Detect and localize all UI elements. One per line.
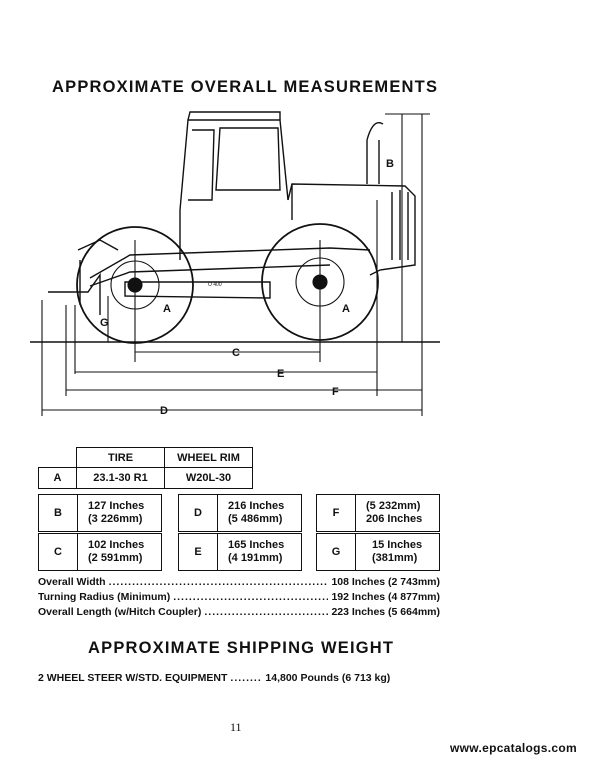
dim-B-line1: 127 Inches xyxy=(88,500,145,512)
dim-label-F: F xyxy=(332,386,339,398)
dim-key-C: C xyxy=(39,534,78,570)
dim-box-B: B 127 Inches(3 226mm) xyxy=(38,494,162,532)
dim-box-C: C 102 Inches(2 591mm) xyxy=(38,533,162,571)
overall-width-label: Overall Width xyxy=(38,576,106,588)
dim-G-line2: (381mm) xyxy=(372,552,418,564)
dim-box-G: G 15 Inches(381mm) xyxy=(316,533,440,571)
dim-C-line1: 102 Inches xyxy=(88,539,145,551)
hitch-label: O 400 xyxy=(208,282,222,288)
tire-header: TIRE xyxy=(76,447,165,468)
tire-row-key: A xyxy=(38,467,77,489)
dim-E-line2: (4 191mm) xyxy=(228,552,283,564)
dim-box-F: F (5 232mm)206 Inches xyxy=(316,494,440,532)
dim-key-D: D xyxy=(179,495,218,531)
tire-value-label: 23.1-30 R1 xyxy=(93,472,148,484)
shipping-row: 2 WHEEL STEER W/STD. EQUIPMENT ........ … xyxy=(38,672,438,684)
overall-length-value: 223 Inches (5 664mm) xyxy=(331,606,440,618)
overall-row-length: Overall Length (w/Hitch Coupler) .......… xyxy=(38,606,440,618)
turning-radius-label: Turning Radius (Minimum) xyxy=(38,591,171,603)
page-number: 11 xyxy=(230,720,242,734)
shipping-value: 14,800 Pounds (6 713 kg) xyxy=(265,672,391,684)
leader-dots: ........................................… xyxy=(173,591,329,603)
tire-value: 23.1-30 R1 xyxy=(76,467,165,489)
shipping-label: 2 WHEEL STEER W/STD. EQUIPMENT xyxy=(38,672,228,684)
dim-key-E: E xyxy=(179,534,218,570)
overall-width-value: 108 Inches (2 743mm) xyxy=(331,576,440,588)
dim-B-line2: (3 226mm) xyxy=(88,513,143,525)
heading-overall-measurements: APPROXIMATE OVERALL MEASUREMENTS xyxy=(52,78,439,96)
rim-header: WHEEL RIM xyxy=(164,447,253,468)
heading-shipping-weight: APPROXIMATE SHIPPING WEIGHT xyxy=(88,639,395,657)
dim-label-D: D xyxy=(160,405,168,417)
turning-radius-value: 192 Inches (4 877mm) xyxy=(331,591,440,603)
dim-label-E: E xyxy=(277,368,284,380)
dim-C-line2: (2 591mm) xyxy=(88,552,143,564)
dim-F-line2: 206 Inches xyxy=(366,513,423,525)
leader-dots: ........................................… xyxy=(204,606,328,618)
rim-value: W20L-30 xyxy=(164,467,253,489)
dim-G-line1: 15 Inches xyxy=(372,539,423,551)
rim-value-label: W20L-30 xyxy=(185,472,232,484)
rim-header-label: WHEEL RIM xyxy=(177,452,240,464)
tire-row-key-label: A xyxy=(53,472,62,484)
dim-label-C: C xyxy=(232,347,240,359)
tractor-drawing: A A B C E F D G O 400 xyxy=(30,111,440,417)
dim-label-A-rear: A xyxy=(163,303,171,315)
dim-key-B: B xyxy=(39,495,78,531)
dim-F-line1: (5 232mm) xyxy=(366,500,421,512)
dim-label-A-front: A xyxy=(342,303,350,315)
dim-box-D: D 216 Inches(5 486mm) xyxy=(178,494,302,532)
dim-box-E: E 165 Inches(4 191mm) xyxy=(178,533,302,571)
leader-dots: ........ xyxy=(230,672,262,684)
tire-header-label: TIRE xyxy=(107,452,134,464)
overall-row-turning: Turning Radius (Minimum) ...............… xyxy=(38,591,440,603)
overall-row-width: Overall Width ..........................… xyxy=(38,576,440,588)
dim-D-line1: 216 Inches xyxy=(228,500,285,512)
dim-label-B: B xyxy=(386,158,394,170)
dim-key-F: F xyxy=(317,495,356,531)
dim-label-G: G xyxy=(100,317,109,329)
leader-dots: ........................................… xyxy=(108,576,329,588)
dim-D-line2: (5 486mm) xyxy=(228,513,283,525)
dim-key-G: G xyxy=(317,534,356,570)
dim-E-line1: 165 Inches xyxy=(228,539,285,551)
overall-length-label: Overall Length (w/Hitch Coupler) xyxy=(38,606,202,618)
watermark-url: www.epcatalogs.com xyxy=(450,741,577,755)
